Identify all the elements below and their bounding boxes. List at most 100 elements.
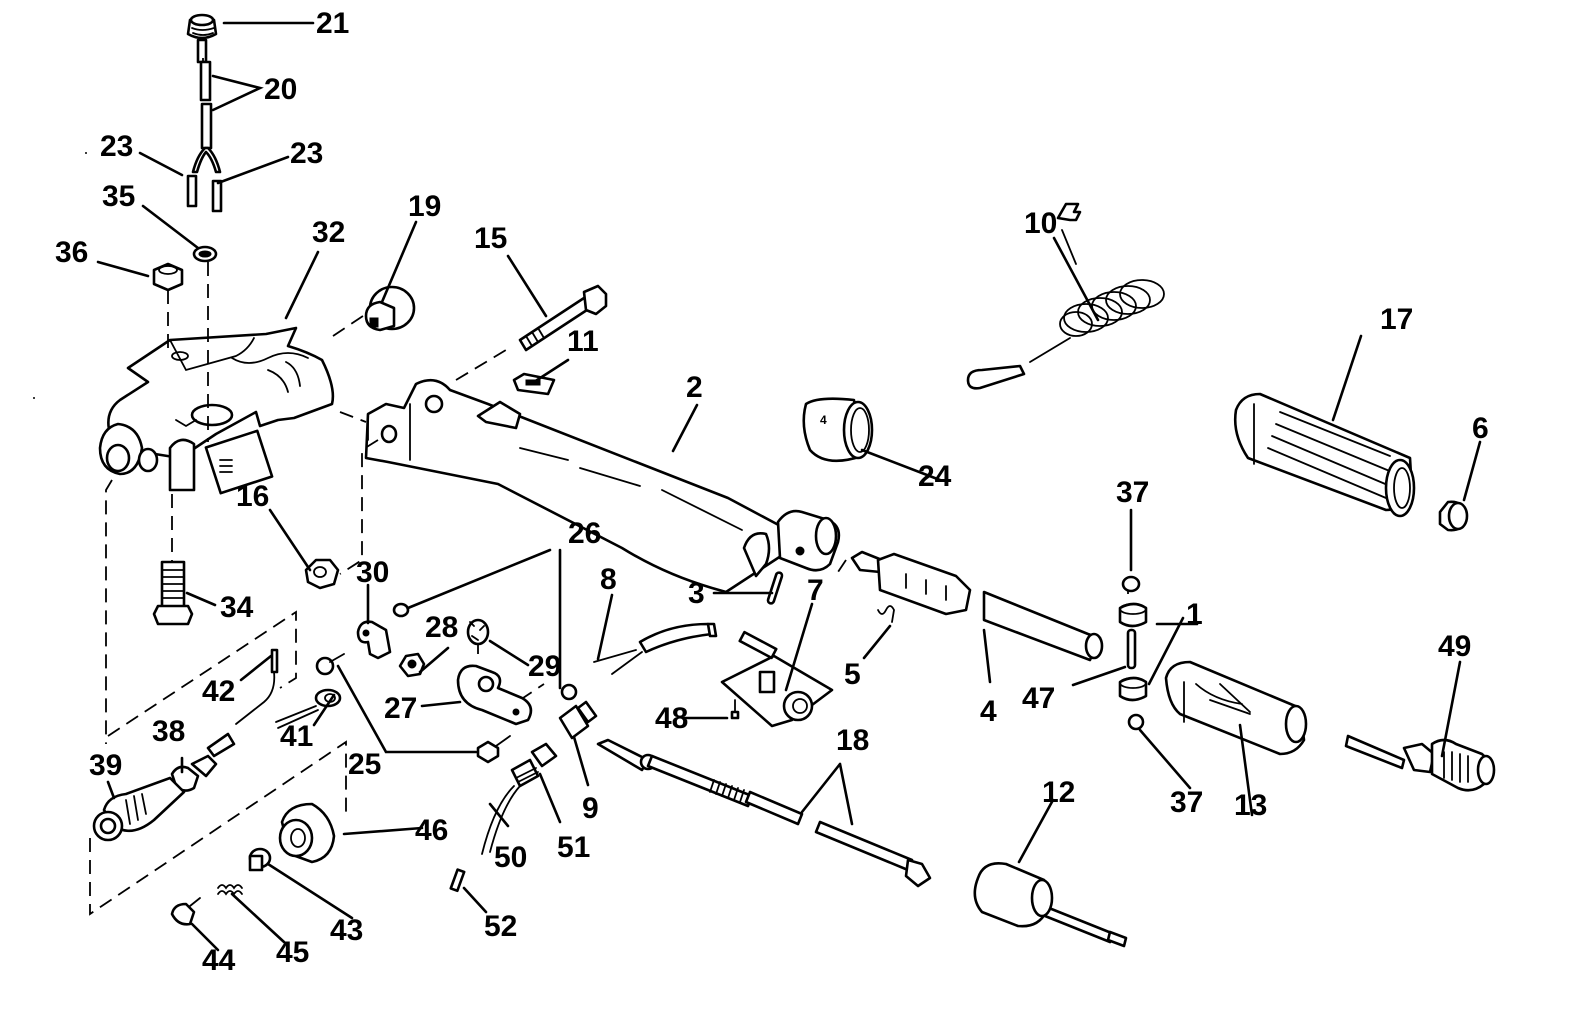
push-button-switch-part (92, 776, 186, 842)
cam-lever-part (456, 664, 533, 726)
cable-grommet-part (973, 862, 1054, 928)
callout-24: 24 (918, 460, 952, 493)
svg-text:4: 4 (820, 413, 827, 427)
callout-5: 5 (844, 658, 861, 691)
spring-part (217, 884, 243, 896)
callout-16: 16 (236, 480, 269, 513)
callout-8: 8 (600, 563, 617, 596)
callout-45: 45 (276, 936, 309, 969)
pivot-bolt-part (518, 284, 608, 352)
screw-part (152, 560, 194, 626)
end-cap-part (1438, 500, 1469, 532)
callout-51: 51 (557, 831, 590, 864)
throttle-shaft-part (850, 550, 1104, 662)
assembly-guide-lines (89, 58, 1129, 916)
callout-23: 23 (100, 130, 133, 163)
callout-29: 29 (528, 650, 561, 683)
callout-26: 26 (568, 517, 601, 550)
callout-34: 34 (220, 591, 254, 624)
callout-46: 46 (415, 814, 448, 847)
callout-15: 15 (474, 222, 507, 255)
callout-labels: 21 20 23 23 35 36 32 19 15 11 2 10 24 17… (55, 7, 1489, 977)
nut-part (398, 652, 426, 678)
callout-52: 52 (484, 910, 517, 943)
callout-18: 18 (836, 724, 869, 757)
lanyard-cord-part (966, 202, 1165, 390)
friction-block-part (1118, 676, 1148, 702)
callout-36: 36 (55, 236, 88, 269)
wire-lead-part (235, 648, 279, 725)
callout-6: 6 (1472, 412, 1489, 445)
callout-48: 48 (655, 702, 688, 735)
retainer-part (170, 732, 236, 792)
throttle-grip-part (1233, 392, 1416, 518)
callout-37: 37 (1170, 786, 1203, 819)
washer-part (192, 245, 218, 263)
callout-17: 17 (1380, 303, 1413, 336)
terminal-part (449, 868, 466, 893)
callout-19: 19 (408, 190, 441, 223)
callout-41: 41 (280, 720, 313, 753)
callout-27: 27 (384, 692, 417, 725)
callout-11: 11 (567, 325, 599, 358)
knob-part (466, 618, 490, 646)
callout-39: 39 (89, 749, 122, 782)
o-ring-part (1127, 713, 1145, 731)
spring-part (877, 605, 895, 623)
callout-20: 20 (264, 73, 297, 106)
callout-13: 13 (1234, 789, 1267, 822)
grommet-part (510, 742, 558, 788)
callout-23: 23 (290, 137, 323, 170)
stop-switch-part (1344, 734, 1496, 792)
throttle-indicator-sleeve-part: 4 (802, 397, 874, 463)
callout-9: 9 (582, 792, 599, 825)
screw-part (730, 699, 740, 720)
washer-part (392, 602, 578, 701)
callout-30: 30 (356, 556, 389, 589)
callout-38: 38 (152, 715, 185, 748)
throttle-housing-part (1164, 660, 1308, 756)
callout-12: 12 (1042, 776, 1075, 809)
callout-2: 2 (686, 371, 703, 404)
throttle-cable-part (596, 738, 1128, 948)
callout-10: 10 (1024, 207, 1057, 240)
callout-25: 25 (348, 748, 381, 781)
stop-switch-bracket-part (720, 630, 834, 728)
screw-part (315, 653, 511, 764)
callout-49: 49 (1438, 630, 1471, 663)
locknut-part (152, 262, 184, 292)
callout-35: 35 (102, 180, 135, 213)
callout-43: 43 (330, 914, 363, 947)
bushing-part (364, 285, 416, 332)
switch-button-part (186, 13, 218, 64)
callout-3: 3 (688, 577, 705, 610)
friction-plate-part (512, 372, 556, 396)
callout-7: 7 (807, 574, 824, 607)
o-ring-part (1121, 575, 1141, 593)
cap-part (170, 897, 201, 926)
callout-32: 32 (312, 216, 345, 249)
pin-part (1126, 628, 1137, 670)
nut-part (304, 558, 340, 590)
boot-part (278, 802, 336, 864)
callout-4: 4 (980, 695, 997, 728)
friction-block-part (1118, 602, 1148, 628)
plunger-part (248, 847, 272, 872)
callout-42: 42 (202, 675, 235, 708)
pin-part (766, 571, 784, 605)
tiller-arm-part (364, 378, 841, 594)
leader-lines (96, 21, 1482, 952)
callout-37: 37 (1116, 476, 1149, 509)
wire-lead-part (593, 622, 718, 675)
callout-44: 44 (202, 944, 236, 977)
steering-bracket-part (98, 326, 335, 495)
wire-harness-part (186, 60, 223, 213)
connector-part (558, 700, 598, 740)
callout-21: 21 (316, 7, 349, 40)
callout-47: 47 (1022, 682, 1055, 715)
clamp-part (356, 620, 392, 660)
scan-speck (33, 397, 35, 399)
callout-1: 1 (1186, 598, 1203, 631)
